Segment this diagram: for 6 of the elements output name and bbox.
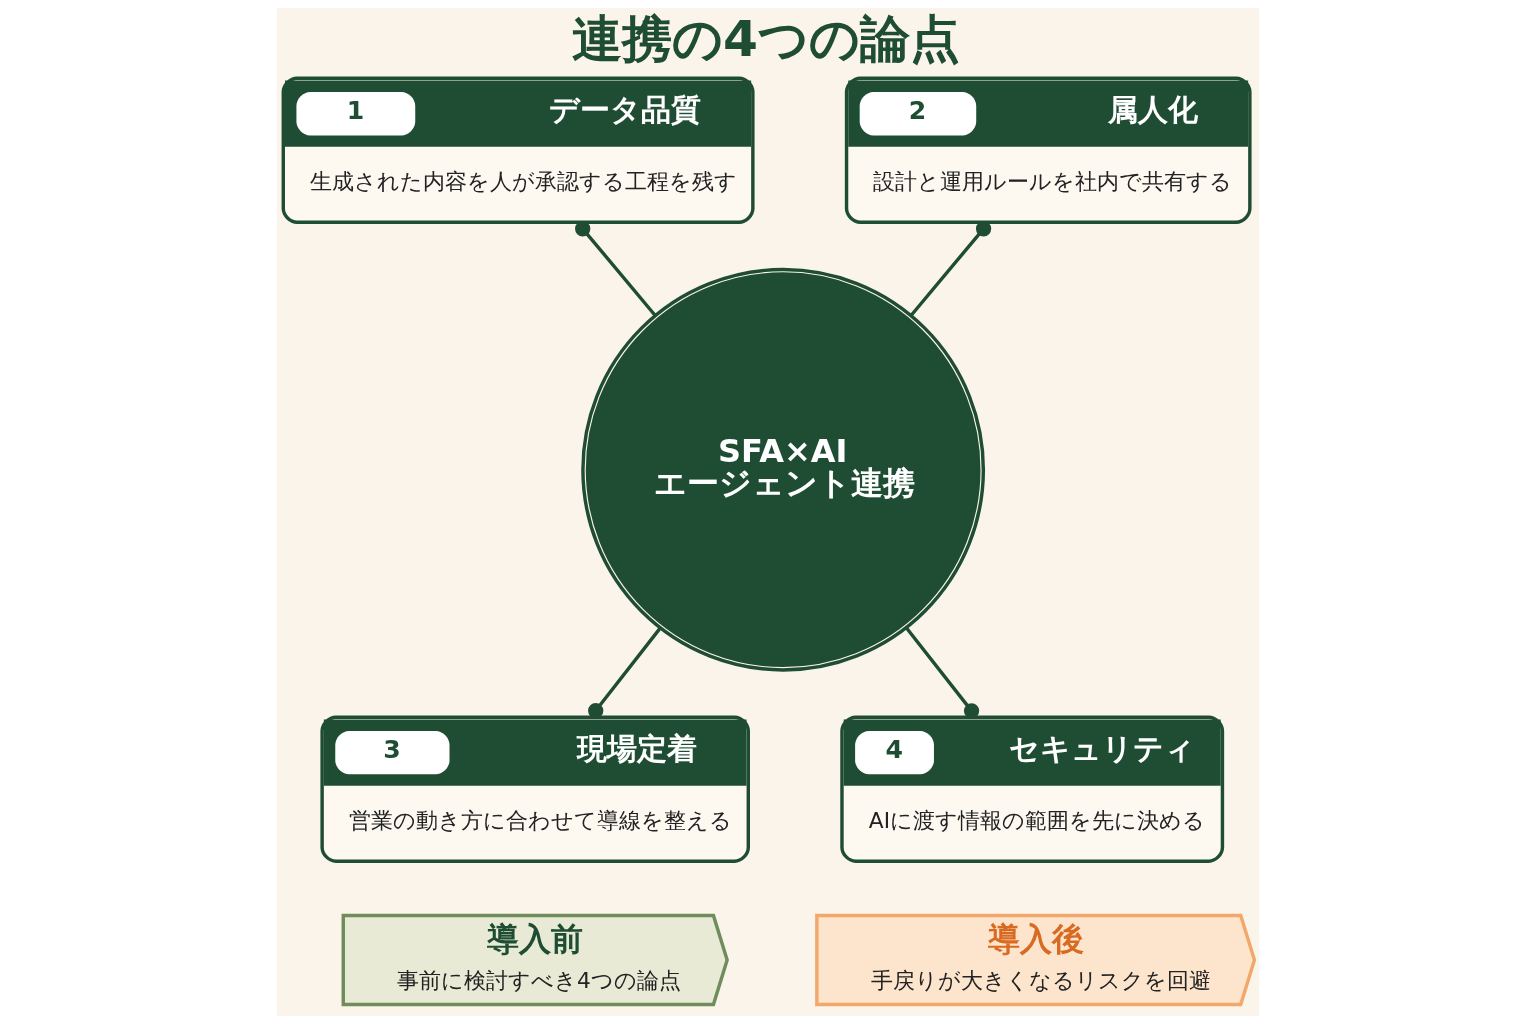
node-circle: SFA×AIエージェント連携 (581, 267, 986, 672)
connector (575, 221, 657, 317)
diagram-title: 連携の4つの論点 (572, 9, 961, 69)
connector (909, 221, 992, 317)
connector (904, 626, 980, 719)
connector (588, 627, 662, 719)
